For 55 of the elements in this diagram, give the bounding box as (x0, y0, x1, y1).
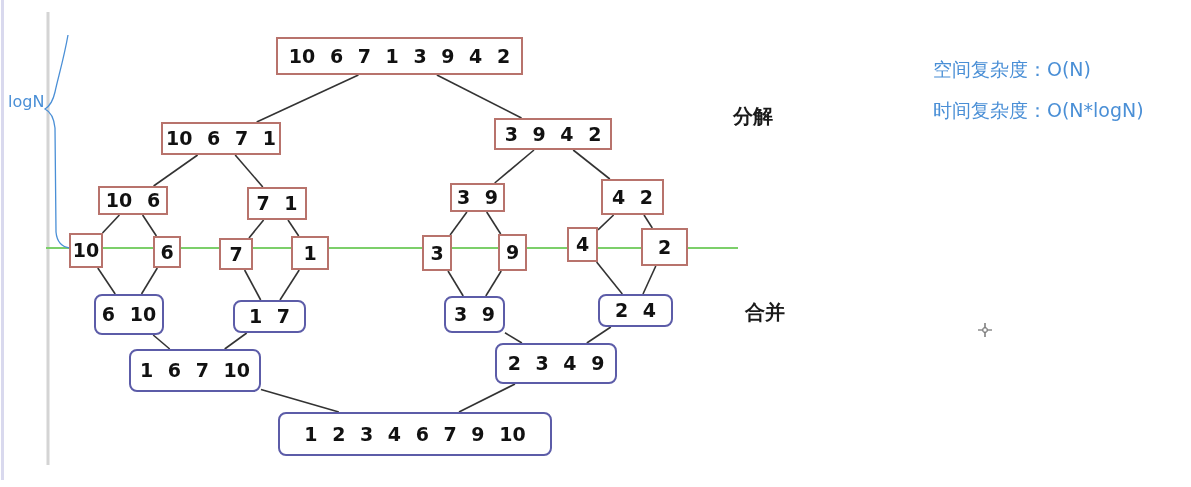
connector-line (279, 269, 300, 301)
connector-line (586, 326, 612, 344)
complexity-note: 空间复杂度：O(N) (933, 58, 1091, 81)
connector-line (447, 270, 464, 297)
connector-line (223, 332, 248, 350)
connector-line (642, 265, 657, 295)
array-box: 9 (498, 234, 527, 271)
connector-line (101, 214, 121, 234)
array-box: 3 (422, 235, 452, 271)
connector-line (643, 214, 654, 229)
array-box: 7 (219, 238, 253, 270)
connector-line (243, 269, 262, 301)
array-box: 10 6 7 1 (161, 122, 281, 155)
array-box: 10 6 7 1 3 9 4 2 (276, 37, 523, 75)
connector-line (287, 219, 300, 237)
merged-array-box: 3 9 (444, 296, 505, 333)
merged-array-box: 1 2 3 4 6 7 9 10 (278, 412, 552, 456)
array-box: 7 1 (247, 187, 307, 220)
array-box: 3 9 (450, 183, 505, 212)
connector-line (97, 267, 116, 295)
connector-line (248, 219, 265, 239)
complexity-note: 时间复杂度：O(N*logN) (933, 99, 1144, 122)
connector-line (436, 74, 523, 119)
array-box: 10 6 (98, 186, 168, 215)
array-box: 4 2 (601, 179, 664, 215)
array-box: 2 (641, 228, 688, 266)
connector-line (449, 211, 468, 236)
connector-line (493, 149, 535, 184)
stage-label: 分解 (733, 104, 773, 128)
connector-line (152, 334, 171, 350)
merged-array-box: 6 10 (94, 294, 164, 335)
merged-array-box: 1 7 (233, 300, 306, 333)
connector-line (255, 74, 360, 123)
merged-array-box: 2 4 (598, 294, 673, 327)
connector-line (572, 149, 611, 180)
brace-label: logN (8, 92, 45, 112)
array-box: 1 (291, 236, 329, 270)
connector-line (485, 270, 502, 297)
merged-array-box: 2 3 4 9 (495, 343, 617, 384)
connector-line (597, 214, 615, 231)
connector-line (152, 154, 199, 187)
connector-line (141, 214, 158, 237)
array-box: 6 (153, 236, 181, 268)
connector-line (260, 388, 340, 413)
connector-line (140, 267, 159, 295)
array-box: 10 (69, 233, 103, 268)
merged-array-box: 1 6 7 10 (129, 349, 261, 392)
connector-line (595, 261, 624, 295)
connector-line (504, 332, 523, 344)
connector-line (458, 383, 516, 413)
connector-line (234, 154, 264, 188)
array-box: 4 (567, 227, 598, 262)
array-box: 3 9 4 2 (494, 118, 612, 150)
stage-label: 合并 (745, 300, 785, 324)
connector-line (485, 211, 502, 235)
